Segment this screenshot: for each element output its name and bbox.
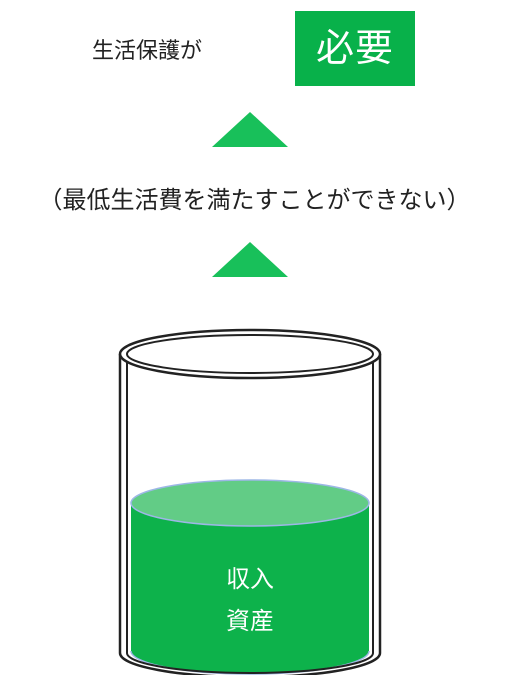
top-label: 生活保護が: [92, 39, 203, 64]
up-triangle-icon: [212, 112, 288, 147]
up-triangle-icon: [212, 242, 288, 277]
liquid-fill: [131, 503, 369, 674]
glass-bottom-inner: [126, 652, 374, 674]
status-badge: 必要: [295, 11, 415, 86]
jar-label-income: 収入: [226, 565, 274, 593]
glass-bottom-outer: [118, 652, 382, 675]
glass-container: [118, 328, 382, 675]
glass-rim-inner: [126, 334, 374, 374]
jar-label-assets: 資産: [226, 607, 274, 635]
liquid-surface: [130, 479, 370, 527]
caption: （最低生活費を満たすことができない）: [38, 186, 471, 214]
glass-rim-outer: [118, 328, 382, 380]
